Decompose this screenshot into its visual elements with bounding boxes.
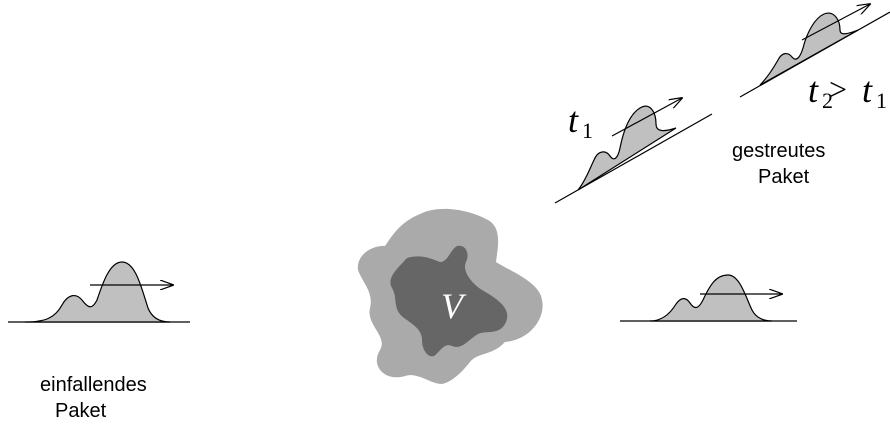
scattered-label-line2: Paket (758, 166, 810, 188)
transmitted-wave-packet (620, 275, 797, 321)
t1-subscript: 1 (582, 118, 593, 143)
scattered-label-line1: gestreutes (732, 140, 825, 162)
incident-wave-packet (8, 262, 190, 322)
scattering-potential: V (358, 209, 543, 384)
incident-packet-shape (25, 262, 170, 322)
incident-label-line1: einfallendes (40, 374, 147, 396)
t1-symbol: t (568, 100, 579, 140)
scattered-packet-t1 (555, 98, 712, 203)
time-label-t1: t 1 (568, 100, 593, 143)
transmitted-packet-shape (650, 275, 772, 321)
time-label-t2: t 2 > t 1 (808, 70, 887, 113)
incident-packet-label: einfallendes Paket (40, 374, 147, 422)
t2-symbol: t (808, 70, 819, 110)
greater-than-symbol: > (829, 71, 847, 107)
t2-rhs-symbol: t (862, 70, 873, 110)
incident-label-line2: Paket (55, 400, 107, 422)
scattered-packet-label: gestreutes Paket (732, 140, 825, 188)
t2-rhs-subscript: 1 (876, 88, 887, 113)
